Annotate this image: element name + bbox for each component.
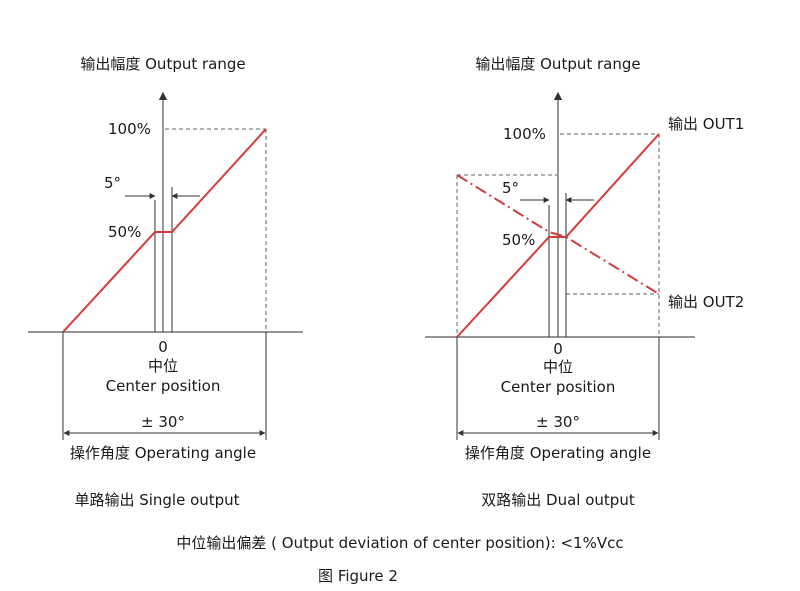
left-y-axis-title: 输出幅度 Output range: [80, 55, 245, 73]
right-x-axis-title: 操作角度 Operating angle: [465, 444, 651, 462]
single-output-diagram: 输出幅度 Output range 100% 5° 50% 0 中位 Cente…: [28, 55, 303, 509]
left-label-center-cn: 中位: [148, 357, 178, 375]
figure-label: 图 Figure 2: [318, 567, 398, 585]
right-out2-curve: [456, 174, 660, 295]
right-label-out1: 输出 OUT1: [668, 115, 744, 133]
right-label-5deg: 5°: [502, 179, 519, 197]
right-y-axis-title: 输出幅度 Output range: [475, 55, 640, 73]
dual-output-diagram: 输出幅度 Output range 100% 5° 50% 输出 OUT1 输出…: [425, 55, 744, 509]
left-label-range: ± 30°: [141, 413, 185, 431]
right-label-zero: 0: [553, 340, 563, 358]
right-out1-curve: [456, 133, 660, 338]
left-label-zero: 0: [158, 338, 168, 356]
right-label-out2: 输出 OUT2: [668, 293, 744, 311]
right-label-center-cn: 中位: [543, 358, 573, 376]
left-label-5deg: 5°: [104, 174, 121, 192]
right-caption: 双路输出 Dual output: [481, 491, 635, 509]
deviation-note: 中位输出偏差 ( Output deviation of center posi…: [176, 534, 623, 552]
left-label-50: 50%: [108, 223, 141, 241]
left-label-center-en: Center position: [106, 377, 221, 395]
right-label-100: 100%: [503, 125, 546, 143]
left-output-curve: [62, 128, 267, 333]
right-label-50: 50%: [502, 231, 535, 249]
left-caption: 单路输出 Single output: [74, 491, 239, 509]
right-label-range: ± 30°: [536, 413, 580, 431]
right-label-center-en: Center position: [501, 378, 616, 396]
left-x-axis-title: 操作角度 Operating angle: [70, 444, 256, 462]
left-label-100: 100%: [108, 120, 151, 138]
